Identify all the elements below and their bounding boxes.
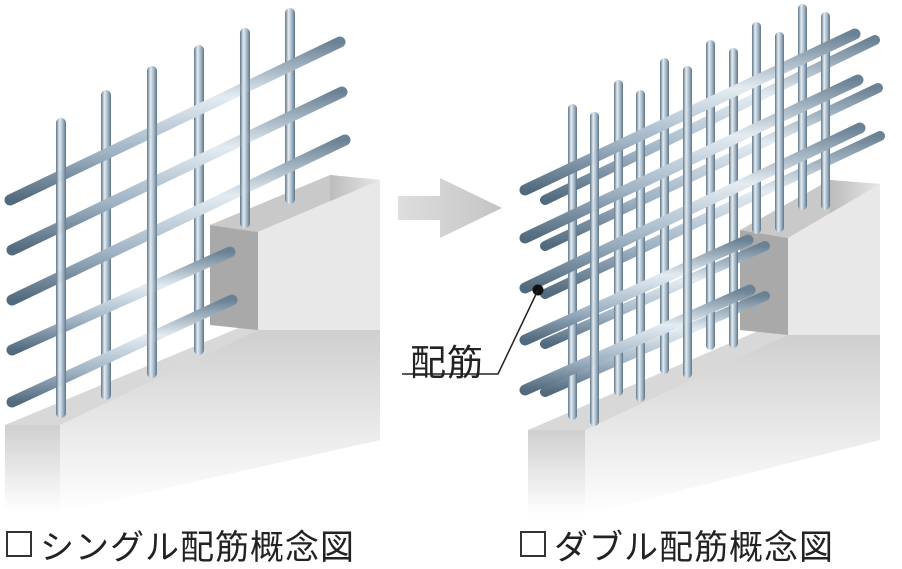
single-caption: シングル配筋概念図 [6,524,355,568]
empty-square-icon [6,531,32,557]
double-concrete-block [528,180,880,515]
double-caption: ダブル配筋概念図 [520,524,834,568]
double-caption-text: ダブル配筋概念図 [554,527,834,568]
single-caption-text: シングル配筋概念図 [40,527,355,568]
callout-leader [402,284,544,375]
right-arrow-icon [398,178,502,238]
single-concrete-block [5,175,380,512]
single-vertical-rebars-front [56,28,250,418]
double-vertical-rebars-front [590,32,784,426]
empty-square-icon [520,531,546,557]
callout-label: 配筋 [410,343,485,384]
